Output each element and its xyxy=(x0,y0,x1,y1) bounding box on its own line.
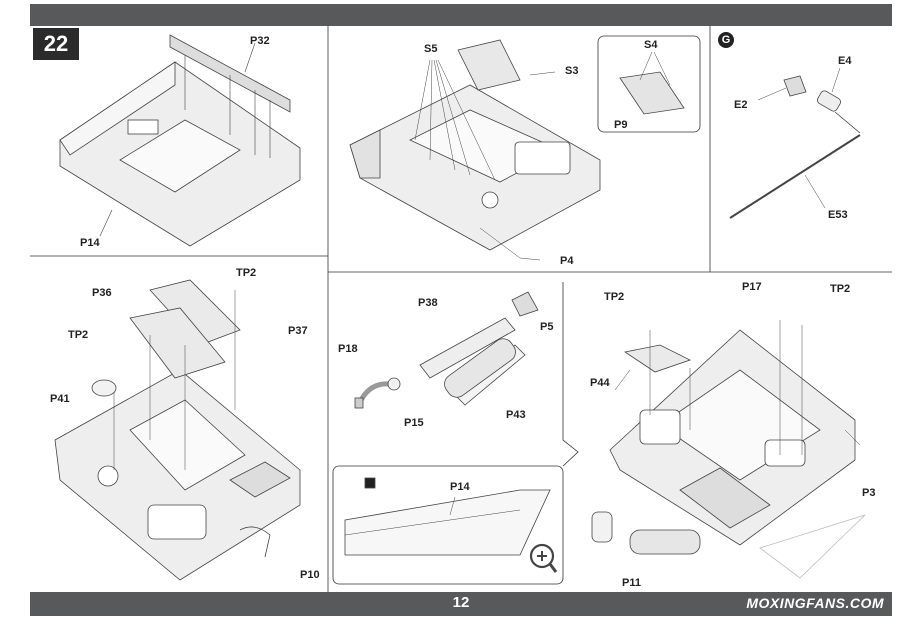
step-number: 22 xyxy=(33,28,79,60)
sub-assembly-badge: G xyxy=(718,32,734,48)
label-p44: P44 xyxy=(590,377,610,389)
label-p14-top: P14 xyxy=(80,237,100,249)
label-tp2-left: TP2 xyxy=(236,267,256,279)
label-p38: P38 xyxy=(418,297,438,309)
panel-borders xyxy=(30,26,892,592)
diagram-hull-bottom-left xyxy=(54,279,301,581)
label-p32: P32 xyxy=(250,35,270,47)
label-p14-detail: P14 xyxy=(450,481,470,493)
label-e4: E4 xyxy=(838,55,852,67)
label-tp2-right: TP2 xyxy=(604,291,624,303)
label-s3: S3 xyxy=(565,65,578,77)
label-tp2-right-2: TP2 xyxy=(830,283,850,295)
diagram-hull-top-center xyxy=(349,39,685,261)
label-tp2-left-2: TP2 xyxy=(68,329,88,341)
label-s4: S4 xyxy=(644,39,658,51)
label-p15: P15 xyxy=(404,417,424,429)
label-p43: P43 xyxy=(506,409,526,421)
bottom-bar: 12 MOXINGFANS.COM xyxy=(30,592,892,616)
diagram-hull-bottom-right xyxy=(591,320,866,579)
label-p17: P17 xyxy=(742,281,762,293)
label-e53: E53 xyxy=(828,209,848,221)
label-p37: P37 xyxy=(288,325,308,337)
top-bar xyxy=(30,4,892,26)
label-p18: P18 xyxy=(338,343,358,355)
label-p9: P9 xyxy=(614,119,627,131)
label-e2: E2 xyxy=(734,99,747,111)
label-p10: P10 xyxy=(300,569,320,581)
label-p3: P3 xyxy=(862,487,875,499)
label-p5: P5 xyxy=(540,321,553,333)
label-p11: P11 xyxy=(622,577,641,589)
page-number: 12 xyxy=(452,594,470,611)
watermark: MOXINGFANS.COM xyxy=(746,595,884,611)
diagram-rod-assembly xyxy=(729,67,861,219)
label-p41: P41 xyxy=(50,393,70,405)
label-s5: S5 xyxy=(424,43,437,55)
diagram-exhaust-assembly xyxy=(354,291,539,409)
label-p36: P36 xyxy=(92,287,112,299)
diagram-p14-detail xyxy=(344,477,558,573)
diagram-hull-top-left xyxy=(59,34,301,247)
label-p4: P4 xyxy=(560,255,574,267)
part-labels: P32 P14 S5 S3 S4 P9 P4 E4 E2 E53 TP2 P36… xyxy=(50,35,875,589)
